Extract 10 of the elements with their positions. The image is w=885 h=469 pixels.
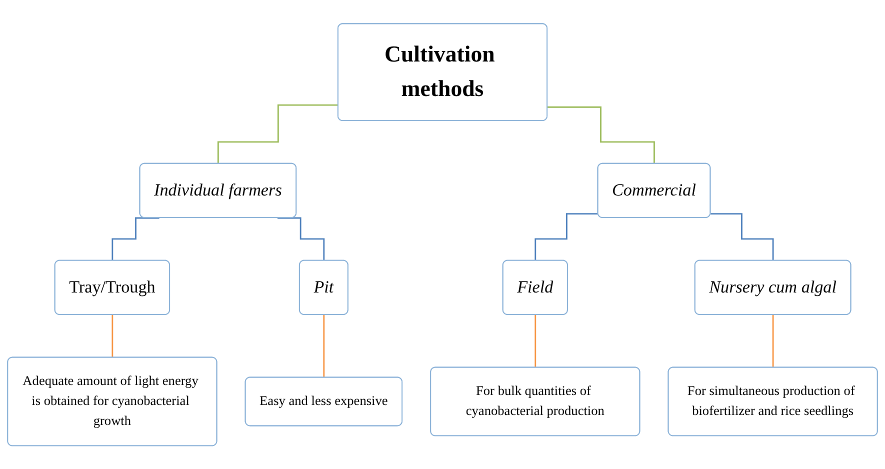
connector bbox=[112, 217, 160, 262]
connector bbox=[217, 104, 338, 164]
connector bbox=[534, 314, 536, 368]
connector bbox=[278, 217, 325, 262]
connector bbox=[772, 314, 774, 368]
connector bbox=[112, 314, 114, 358]
connector bbox=[534, 212, 598, 262]
connector bbox=[323, 314, 325, 378]
connector bbox=[710, 212, 774, 262]
connector bbox=[548, 106, 656, 164]
